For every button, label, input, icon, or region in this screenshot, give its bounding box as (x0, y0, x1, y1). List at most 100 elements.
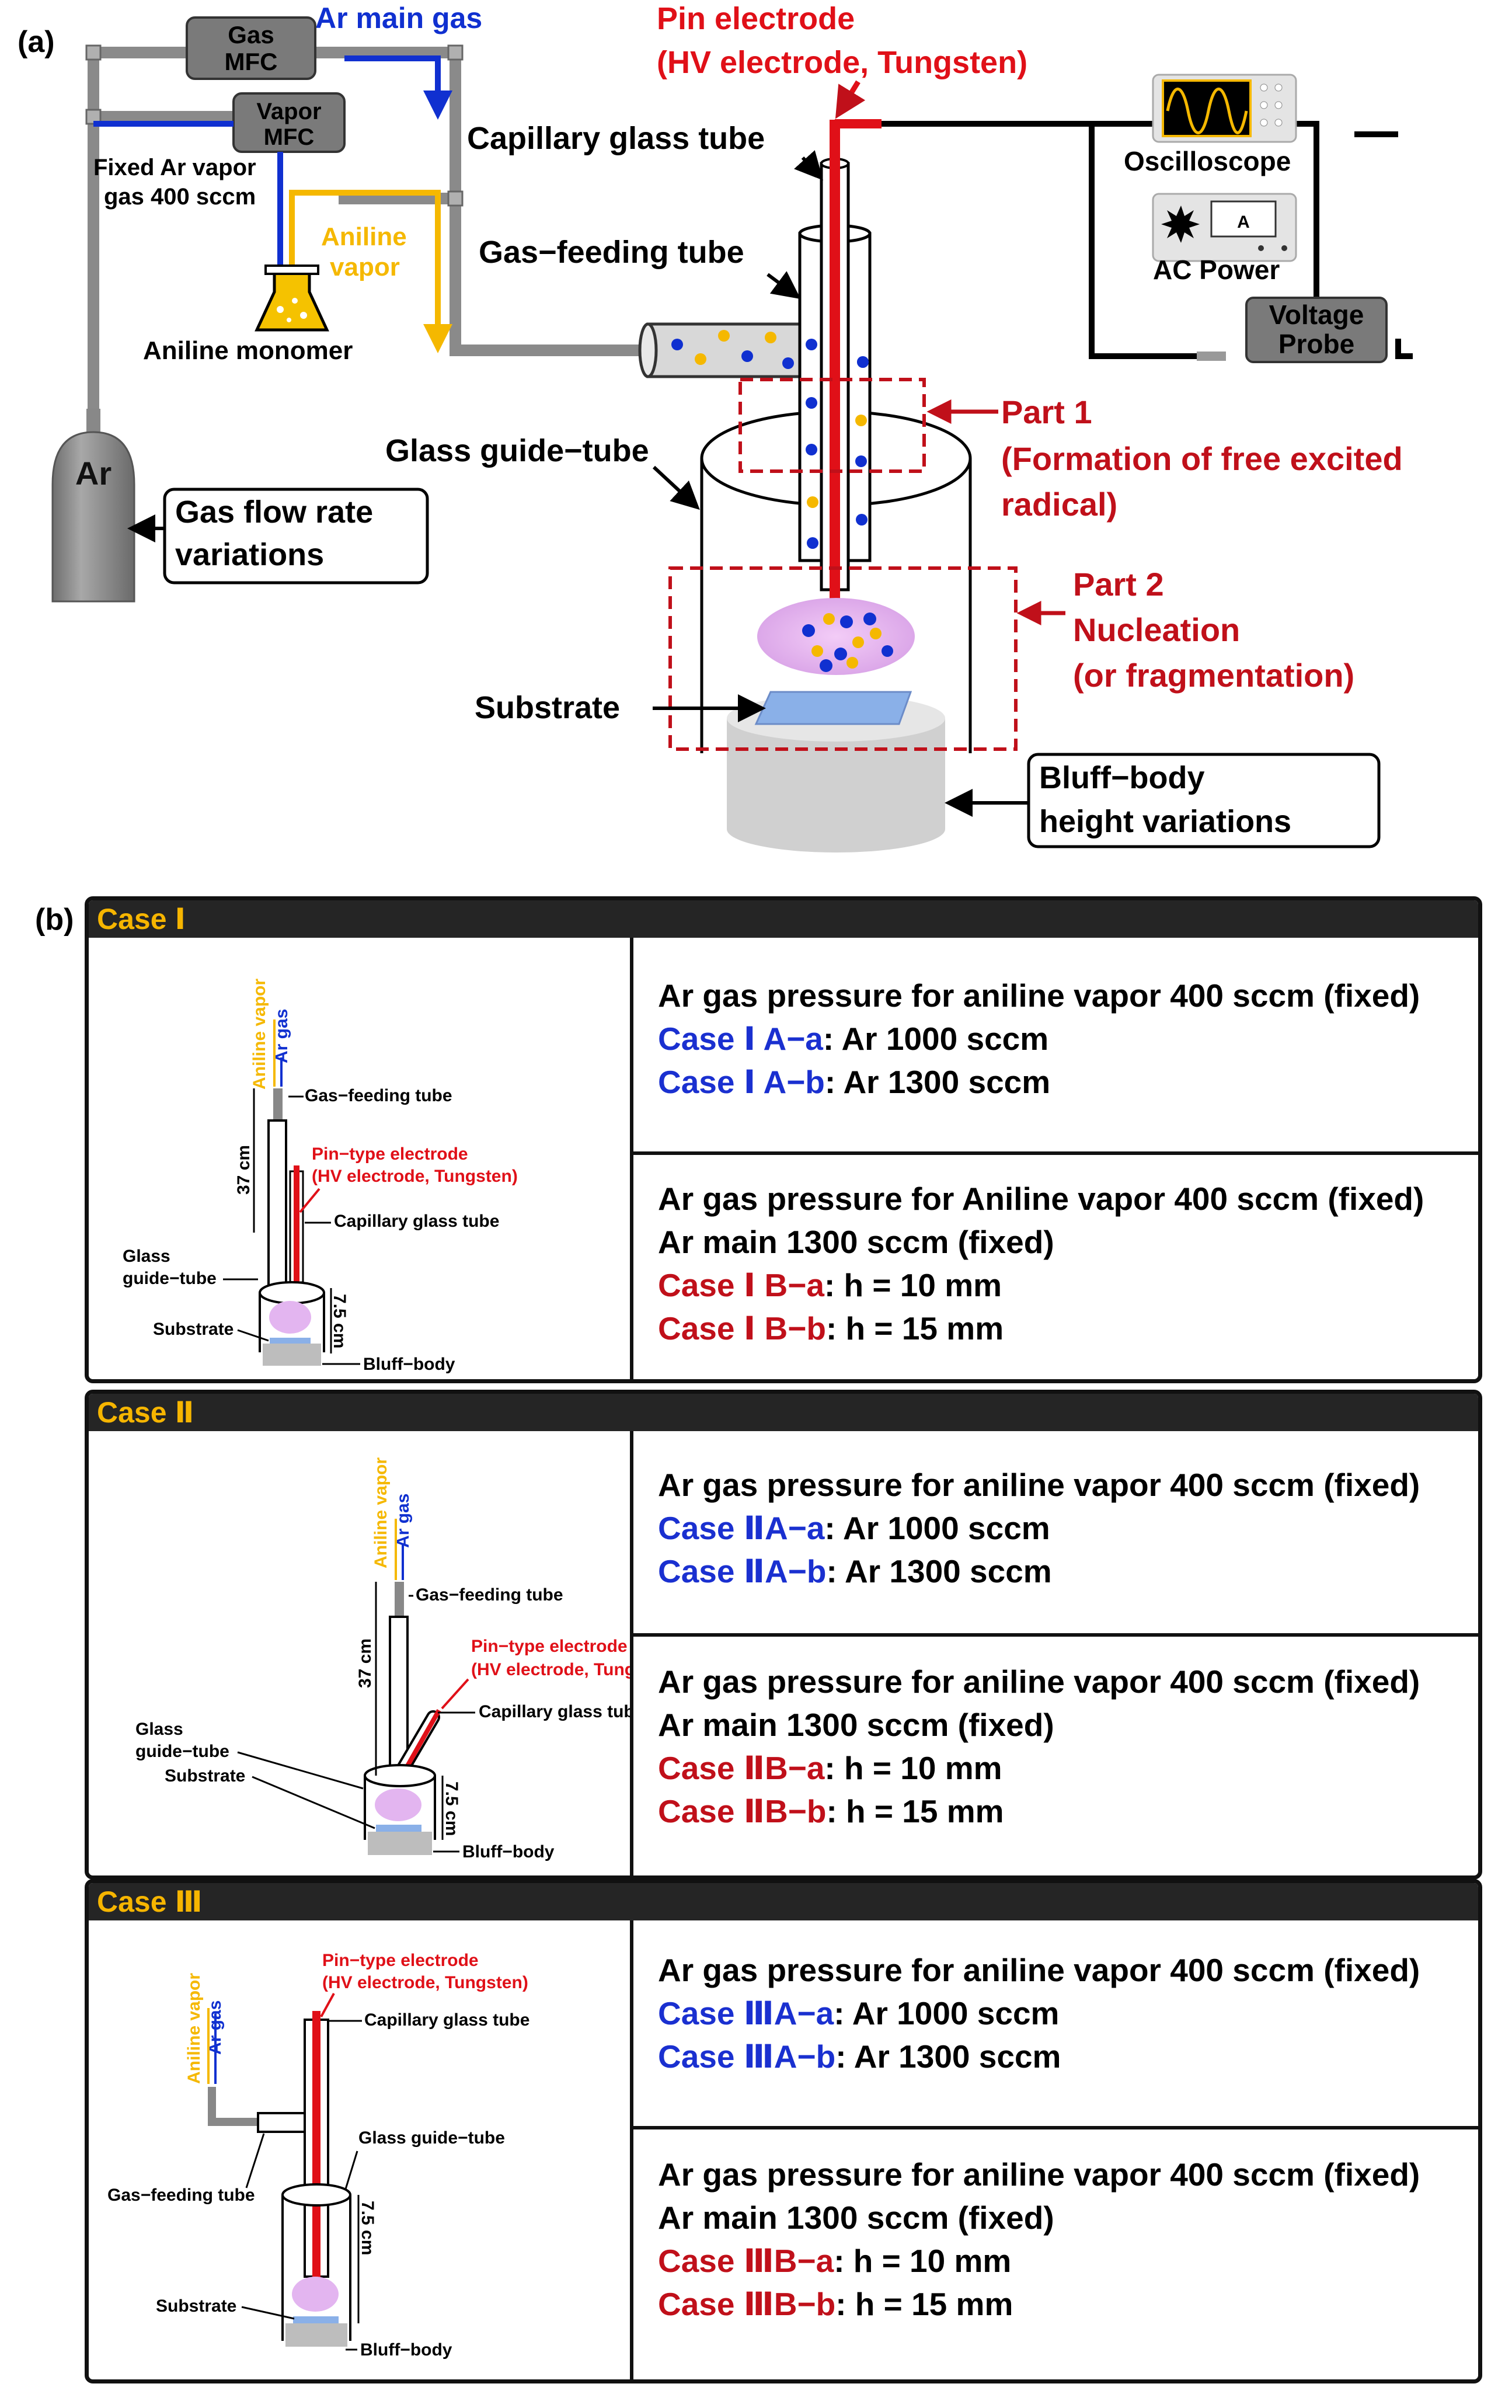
ar-main-gas-arrow (344, 55, 452, 120)
substrate-label: Substrate (153, 1320, 234, 1339)
gas-flow-label-2: variations (175, 537, 324, 572)
aniline-vapor-label-1: Aniline (321, 222, 407, 251)
case-2-bottom-cell: Ar gas pressure for aniline vapor 400 sc… (633, 1637, 1478, 1875)
case-3-bb-row: Case ⅢB−b: h = 15 mm (658, 2282, 1478, 2326)
gas-mfc-label-2: MFC (225, 48, 278, 75)
case-2-a-value: : Ar 1000 sccm (824, 1510, 1050, 1546)
case-2-a-label: Case ⅡA−a (658, 1510, 825, 1546)
pin-electrode-label-2: (HV electrode, Tungsten) (471, 1660, 630, 1679)
part2-label-2: Nucleation (1073, 611, 1240, 648)
oscilloscope-label: Oscilloscope (1124, 146, 1291, 176)
case-3-bb-value: : h = 15 mm (835, 2286, 1013, 2322)
case-1-top-cell: Ar gas pressure for aniline vapor 400 sc… (633, 938, 1478, 1155)
vapor-mfc-label-2: MFC (264, 124, 315, 150)
capillary-tube-label: Capillary glass tube (479, 1702, 630, 1721)
voltage-probe (1245, 297, 1388, 363)
case-1-bottom-cell: Ar gas pressure for Aniline vapor 400 sc… (633, 1155, 1478, 1379)
part1-label-2: (Formation of free excited (1001, 440, 1403, 477)
case-1-bottom-line1: Ar gas pressure for Aniline vapor 400 sc… (658, 1181, 1424, 1217)
glass-guide-tube-label-2: guide−tube (123, 1269, 217, 1288)
glass-guide-tube-label: Glass guide−tube (358, 2128, 505, 2148)
case-2-top-line1: Ar gas pressure for aniline vapor 400 sc… (658, 1467, 1420, 1503)
case-2-bottom-line2: Ar main 1300 sccm (fixed) (658, 1707, 1054, 1743)
gas-feeding-tube-label: Gas−feeding tube (305, 1086, 452, 1105)
bluff-body-box (1027, 753, 1381, 848)
gas-flow-label-1: Gas flow rate (175, 495, 373, 530)
aniline-flask (255, 265, 329, 332)
plasma-plume (757, 598, 915, 675)
case-3-bottom-line2: Ar main 1300 sccm (fixed) (658, 2200, 1054, 2236)
pin-electrode-label-1: Pin electrode (657, 1, 855, 36)
length-75-label: 7.5 cm (442, 1781, 461, 1836)
case-2-bb-value: : h = 15 mm (826, 1793, 1004, 1829)
case-3-ba-value: : h = 10 mm (834, 2243, 1012, 2279)
case-1-b-value: : Ar 1300 sccm (824, 1064, 1051, 1100)
gas-feeding-tube-label: Gas−feeding tube (479, 235, 744, 270)
gas-mfc-label-1: Gas (228, 21, 274, 48)
panel-b-label: (b) (35, 903, 74, 937)
case-2-table: Case Ⅱ Aniline vapor Ar gas 37 cm (85, 1390, 1482, 1880)
glass-guide-tube-label-2: guide−tube (135, 1742, 229, 1761)
case-3-ba-row: Case ⅢB−a: h = 10 mm (658, 2239, 1478, 2282)
setup-schematic: Ar main gas Gas MFC Vapor MFC Fixed Ar v… (51, 1, 1413, 852)
case-1-title: Case Ⅰ (89, 900, 1478, 938)
substrate-label: Substrate (156, 2296, 236, 2316)
wire-ac (1089, 124, 1197, 359)
ar-main-gas-label: Ar main gas (315, 2, 482, 34)
case-3-bottom-cell: Ar gas pressure for aniline vapor 400 sc… (633, 2129, 1478, 2379)
oscilloscope (1152, 74, 1297, 143)
capillary-tube-label: Capillary glass tube (364, 2010, 529, 2030)
part1-box (738, 378, 926, 473)
ac-power-label: AC Power (1153, 255, 1280, 285)
case-2-a-row: Case ⅡA−a: Ar 1000 sccm (658, 1506, 1478, 1550)
case-1-a-label: Case Ⅰ A−a (658, 1021, 823, 1057)
part1-label-1: Part 1 (1001, 394, 1092, 430)
aniline-vapor-arrow (289, 190, 452, 353)
aniline-vapor-label: Aniline vapor (250, 979, 269, 1090)
case-2-ba-row: Case ⅡB−a: h = 10 mm (658, 1746, 1478, 1790)
case-3-ba-label: Case ⅢB−a (658, 2243, 834, 2279)
gas-flow-rate-box (163, 488, 429, 584)
case-1-b-row: Case Ⅰ A−b: Ar 1300 sccm (658, 1060, 1478, 1104)
fixed-ar-vapor-label-1: Fixed Ar vapor (93, 155, 256, 180)
bluff-body-label: Bluff−body (462, 1842, 555, 1861)
case-2-b-value: : Ar 1300 sccm (826, 1553, 1052, 1589)
pipe-fitting (447, 190, 464, 207)
length-37-label: 37 cm (356, 1638, 375, 1688)
plume-particles (802, 613, 893, 672)
case-3-top-cell: Ar gas pressure for aniline vapor 400 sc… (633, 1920, 1478, 2129)
voltage-probe-label-2: Probe (1278, 329, 1354, 359)
case-2-diagram: Aniline vapor Ar gas 37 cm 7.5 cm (89, 1431, 633, 1875)
glass-guide-tube-label-1: Glass (123, 1247, 170, 1266)
capillary-tube-label: Capillary glass tube (467, 121, 765, 156)
pipe-fitting (447, 44, 464, 61)
ac-power-supply (1152, 193, 1297, 262)
case-3-a-row: Case ⅢA−a: Ar 1000 sccm (658, 1992, 1478, 2035)
ar-cylinder (51, 409, 135, 603)
case-1-diagram: Aniline vapor Ar gas 37 cm 7.5 cm Gas−fe… (89, 938, 633, 1379)
tube-particles (806, 339, 869, 549)
case-2-top-cell: Ar gas pressure for aniline vapor 400 sc… (633, 1431, 1478, 1637)
gas-mfc (186, 16, 316, 80)
ar-cylinder-label: Ar (75, 455, 112, 492)
case-2-bb-label: Case ⅡB−b (658, 1793, 827, 1829)
part2-label-1: Part 2 (1073, 566, 1164, 603)
case-3-top-line1: Ar gas pressure for aniline vapor 400 sc… (658, 1952, 1420, 1988)
pin-electrode-label-2: (HV electrode, Tungsten) (322, 1973, 528, 1992)
aniline-monomer-label: Aniline monomer (143, 336, 353, 365)
case-1-bottom-line2: Ar main 1300 sccm (fixed) (658, 1224, 1054, 1260)
pin-electrode-label-1: Pin−type electrode (322, 1951, 479, 1970)
pipe-fitting (85, 44, 102, 61)
panel-a-label: (a) (18, 25, 55, 59)
part2-box (668, 566, 1018, 751)
case-2-bb-row: Case ⅡB−b: h = 15 mm (658, 1790, 1478, 1833)
pin-electrode-label-1: Pin−type electrode (471, 1637, 628, 1656)
gas-feeding-tube-label: Gas−feeding tube (107, 2186, 255, 2205)
length-75-label: 7.5 cm (358, 2201, 377, 2255)
case-1-ba-label: Case Ⅰ B−a (658, 1267, 824, 1303)
length-37-label: 37 cm (234, 1145, 253, 1195)
case-2-ba-label: Case ⅡB−a (658, 1750, 825, 1786)
bluff-body-label-2: height variations (1039, 804, 1291, 839)
case-3-bottom-line1: Ar gas pressure for aniline vapor 400 sc… (658, 2156, 1420, 2193)
side-feed-tube (638, 322, 810, 378)
